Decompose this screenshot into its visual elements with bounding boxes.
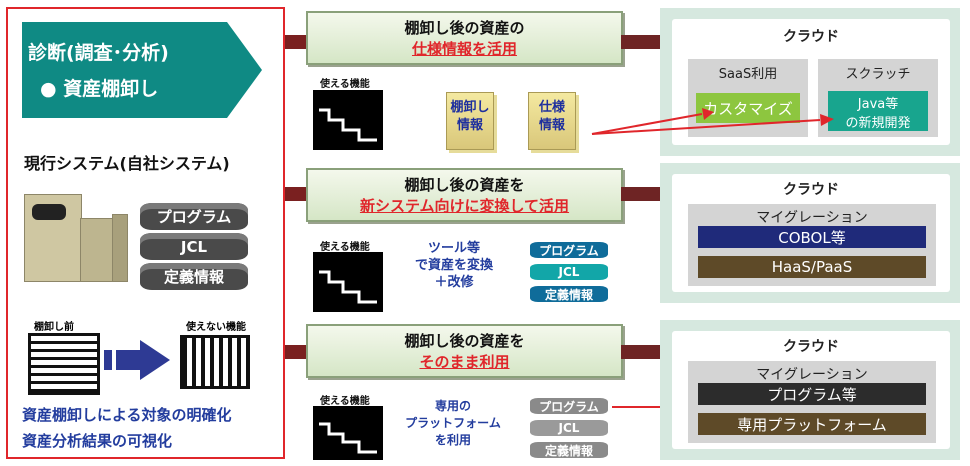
tag-program-row2: プログラム	[530, 242, 608, 258]
maze-unusable-icon	[180, 335, 250, 389]
tag-definition-row3: 定義情報	[530, 442, 608, 458]
tool-convert-text: ツール等 で資産を変換 ＋改修	[404, 240, 504, 291]
banner-row1-line1: 棚卸し後の資産の	[404, 19, 525, 37]
cloud-row1-title: クラウド	[783, 29, 839, 45]
usable-function-icon-row1	[313, 90, 383, 150]
tool-line3: ＋改修	[434, 275, 474, 290]
inventory-info-doc: 棚卸し 情報	[446, 92, 494, 150]
tag-definition-row2: 定義情報	[530, 286, 608, 302]
platform-line3: を利用	[434, 433, 471, 447]
tag-jcl-row3: JCL	[530, 420, 608, 436]
banner-row2: 棚卸し後の資産を 新システム向けに変換して活用	[306, 168, 623, 222]
migration-label-row2: マイグレーション	[756, 210, 868, 226]
diagnosis-arrow-shape	[22, 22, 262, 118]
usable-function-label-row3: 使える機能	[320, 396, 370, 407]
tool-line1: ツール等	[427, 241, 480, 256]
cloud-row3-inner: クラウド マイグレーション プログラム等 専用プラットフォーム	[672, 331, 950, 449]
banner-row1-line2: 仕様情報を活用	[411, 40, 517, 58]
spec-to-cloud-arrows	[591, 108, 834, 135]
cloud-row2: クラウド マイグレーション COBOL等 HaaS/PaaS	[660, 163, 960, 303]
arrow-row2	[621, 187, 663, 201]
arrow-row3	[621, 345, 663, 359]
bottom-text-1: 資産棚卸しによる対象の明確化	[22, 406, 232, 424]
diagnosis-box: 診断(調査･分析) ● 資産棚卸し	[22, 22, 262, 118]
migration-box-row3: マイグレーション プログラム等 専用プラットフォーム	[688, 361, 936, 443]
inventory-doc-line2: 情報	[456, 118, 483, 133]
cloud-row2-inner: クラウド マイグレーション COBOL等 HaaS/PaaS	[672, 174, 950, 292]
program-etc-bar: プログラム等	[698, 383, 926, 405]
banner-row1: 棚卸し後の資産の 仕様情報を活用	[306, 11, 623, 65]
scratch-box: スクラッチ Java等 の新規開発	[818, 59, 938, 137]
inventory-doc-line1: 棚卸し	[450, 100, 490, 115]
dedicated-platform-bar: 専用プラットフォーム	[698, 413, 926, 435]
connector-row1	[285, 35, 307, 49]
maze-before-icon	[28, 333, 100, 395]
before-inventory-label: 棚卸し前	[34, 322, 74, 333]
connector-row3	[285, 345, 307, 359]
cobol-bar: COBOL等	[698, 226, 926, 248]
banner-row2-line1: 棚卸し後の資産を	[404, 176, 525, 194]
spec-doc-line2: 情報	[538, 118, 565, 133]
usable-function-icon-row3	[313, 406, 383, 460]
definition-cylinder: 定義情報	[140, 263, 248, 290]
diagnosis-subtitle: ● 資産棚卸し	[40, 78, 159, 100]
tag-program-row3: プログラム	[530, 398, 608, 414]
cloud-row2-title: クラウド	[783, 182, 839, 198]
migration-label-row3: マイグレーション	[756, 367, 868, 383]
tool-line2: で資産を変換	[414, 258, 493, 273]
banner-row3-line1: 棚卸し後の資産を	[404, 332, 525, 350]
haas-paas-bar: HaaS/PaaS	[698, 256, 926, 278]
program-cylinder: プログラム	[140, 203, 248, 230]
spec-doc-line1: 仕様	[538, 100, 565, 115]
right-arrow-icon	[104, 340, 170, 380]
arrow-row1	[621, 35, 663, 49]
saas-label: SaaS利用	[718, 67, 778, 82]
connector-row2	[285, 187, 307, 201]
migration-box-row2: マイグレーション COBOL等 HaaS/PaaS	[688, 204, 936, 286]
unusable-function-label: 使えない機能	[186, 322, 246, 333]
java-line1: Java等	[857, 97, 899, 112]
scratch-label: スクラッチ	[845, 67, 911, 82]
cloud-row3-title: クラウド	[783, 339, 839, 355]
platform-text: 専用の プラットフォーム を利用	[398, 398, 508, 449]
banner-row2-line2: 新システム向けに変換して活用	[359, 197, 570, 215]
platform-line2: プラットフォーム	[405, 416, 501, 430]
current-system-label: 現行システム(自社システム)	[24, 154, 230, 173]
tag-jcl-row2: JCL	[530, 264, 608, 280]
java-line2: の新規開発	[845, 116, 911, 131]
banner-row3: 棚卸し後の資産を そのまま利用	[306, 324, 623, 378]
usable-function-label-row1: 使える機能	[320, 79, 370, 90]
customize-box: カスタマイズ	[696, 93, 800, 123]
java-dev-box: Java等 の新規開発	[828, 91, 928, 131]
cloud-row3: クラウド マイグレーション プログラム等 専用プラットフォーム	[660, 320, 960, 460]
banner-row3-line2: そのまま利用	[419, 353, 510, 371]
bottom-text-2: 資産分析結果の可視化	[22, 432, 173, 450]
usable-function-label-row2: 使える機能	[320, 242, 370, 253]
left-panel	[6, 7, 285, 459]
usable-function-icon-row2	[313, 252, 383, 312]
platform-line1: 専用の	[434, 399, 471, 413]
diagnosis-title: 診断(調査･分析)	[28, 42, 169, 64]
server-illustration	[24, 194, 128, 284]
spec-info-doc: 仕様 情報	[528, 92, 576, 150]
jcl-cylinder: JCL	[140, 233, 248, 260]
